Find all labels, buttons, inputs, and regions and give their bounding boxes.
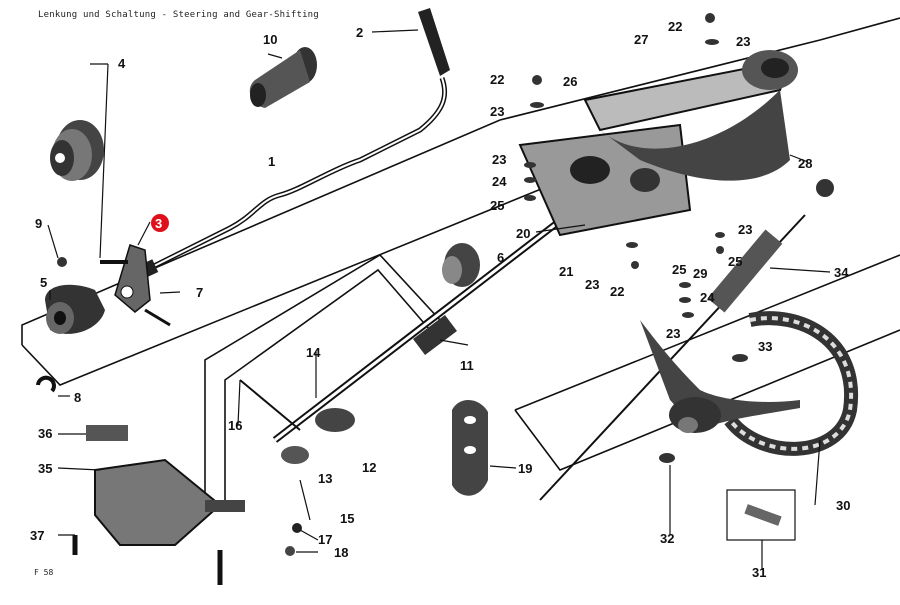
callout-15: 15 <box>340 511 354 526</box>
callout-27: 27 <box>634 32 648 47</box>
callout-17: 17 <box>318 532 332 547</box>
spring-bushing <box>50 120 104 181</box>
callout-5: 5 <box>40 275 47 290</box>
callout-23e: 23 <box>585 277 599 292</box>
callout-23a: 23 <box>490 104 504 119</box>
fasteners <box>524 13 748 463</box>
callout-10: 10 <box>263 32 277 47</box>
callout-13: 13 <box>318 471 332 486</box>
callout-18: 18 <box>334 545 348 560</box>
callout-36: 36 <box>38 426 52 441</box>
cover-plate <box>452 400 488 496</box>
callout-25b: 25 <box>728 254 742 269</box>
callout-31: 31 <box>752 565 766 580</box>
callout-29: 29 <box>693 266 707 281</box>
highlight-marker <box>151 214 169 232</box>
bushing-6 <box>442 243 480 287</box>
leader-lines <box>47 29 831 570</box>
callout-33: 33 <box>758 339 772 354</box>
shift-rod <box>272 187 603 443</box>
callout-19: 19 <box>518 461 532 476</box>
callout-23c: 23 <box>736 34 750 49</box>
column-tube <box>539 179 834 501</box>
callout-22b: 22 <box>668 19 682 34</box>
selector-cluster <box>239 379 355 556</box>
nut-9 <box>57 257 67 267</box>
callout-2: 2 <box>356 25 363 40</box>
callout-28: 28 <box>798 156 812 171</box>
bolt-7 <box>144 308 171 327</box>
callout-21: 21 <box>559 264 573 279</box>
steering-wheel <box>640 311 859 456</box>
callout-4: 4 <box>118 56 126 71</box>
callout-34: 34 <box>834 265 849 280</box>
callout-14: 14 <box>306 345 321 360</box>
callout-labels: 1 2 3 4 5 6 7 8 9 10 11 12 13 14 15 16 1… <box>30 19 850 580</box>
upper-housing <box>518 50 798 237</box>
callout-16: 16 <box>228 418 242 433</box>
figure-code: F 58 <box>34 568 54 577</box>
callout-32: 32 <box>660 531 674 546</box>
callout-12: 12 <box>362 460 376 475</box>
retaining-clip <box>36 375 56 393</box>
callout-3: 3 <box>155 216 162 231</box>
dowel-pin-box <box>726 489 796 541</box>
callout-20: 20 <box>516 226 530 241</box>
callout-22c: 22 <box>610 284 624 299</box>
diagram-title: Lenkung und Schaltung - Steering and Gea… <box>38 10 319 20</box>
callout-23f: 23 <box>666 326 680 341</box>
callout-11: 11 <box>460 358 474 373</box>
panel-outlines <box>21 17 900 500</box>
callout-23d: 23 <box>738 222 752 237</box>
callout-24a: 24 <box>492 174 507 189</box>
callout-9: 9 <box>35 216 42 231</box>
gear-lever <box>137 8 450 279</box>
callout-24b: 24 <box>700 290 715 305</box>
callout-30: 30 <box>836 498 850 513</box>
rubber-boot <box>249 47 317 108</box>
callout-35: 35 <box>38 461 52 476</box>
lever-bracket <box>100 244 151 313</box>
ball-socket <box>45 284 105 334</box>
callout-22a: 22 <box>490 72 504 87</box>
callout-8: 8 <box>74 390 81 405</box>
callout-6: 6 <box>497 250 504 265</box>
callout-37: 37 <box>30 528 44 543</box>
callout-26: 26 <box>563 74 577 89</box>
callout-7: 7 <box>196 285 203 300</box>
callout-25a: 25 <box>490 198 504 213</box>
callout-1: 1 <box>268 154 275 169</box>
callout-25c: 25 <box>672 262 686 277</box>
callout-23b: 23 <box>492 152 506 167</box>
gearbox-linkage <box>72 425 245 585</box>
